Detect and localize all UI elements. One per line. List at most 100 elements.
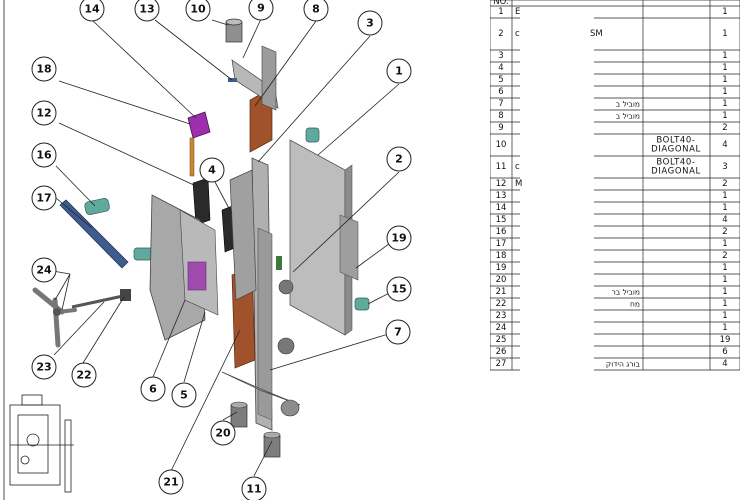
callout-6: 6 [149,383,157,396]
balloon-13 [134,0,160,22]
callout-8: 8 [312,3,320,16]
callout-11: 11 [246,483,261,496]
callout-3: 3 [366,17,374,30]
bom-row-qty: 1 [722,87,727,97]
bom-row-qty: 1 [722,311,727,321]
bom-row-qty: 19 [720,335,731,345]
part-nut [120,289,131,301]
bom-row-desc-fragment: M [515,179,522,189]
bom-row-qty: 1 [722,323,727,333]
part-roller-a [277,337,295,355]
part-motor-shaft [189,137,195,177]
bom-row-qty: 1 [722,275,727,285]
bom-row-no: 20 [496,275,507,285]
bom-row-qty: 2 [722,251,727,261]
bom-row-no: 22 [496,299,507,309]
callout-16: 16 [36,149,52,162]
bom-row-no: 17 [496,239,507,249]
bom-row-qty: 1 [722,75,727,85]
balloon-10 [185,0,211,22]
balloon-17 [31,185,57,211]
bom-row-description: מח [630,300,640,309]
balloon-12 [31,100,57,126]
balloon-20 [210,420,236,446]
callout-1: 1 [395,65,403,78]
balloon-22 [71,362,97,388]
bom-row-no: 16 [496,227,507,237]
bom-row-no: 11 [496,162,507,172]
bom-row-qty: 1 [722,299,727,309]
bom-row-catalog: BOLT40- [656,136,695,146]
bom-row-description: SM [590,29,603,39]
bom-row-qty: 4 [722,215,727,225]
bom-row-no: 13 [496,191,507,201]
balloon-3 [357,10,383,36]
bom-row-no: 12 [496,179,507,189]
bom-row-qty: 3 [722,162,727,172]
bom-row-description: מוביל ב [616,100,640,109]
bom-row-qty: 4 [722,140,727,150]
part-roller-b [280,399,300,417]
bom-row-qty: 4 [722,359,727,369]
bom-row-no: 1 [498,7,503,17]
part-purple-frame [187,261,207,291]
part-threaded-rod [71,294,124,309]
bom-row-no: 2 [498,29,503,39]
bom-row-qty: 2 [722,227,727,237]
balloon-16 [31,142,57,168]
bom-row-no: 4 [498,63,503,73]
bom-row-no: 8 [498,111,503,121]
bom-row-description: מוביל ב [616,112,640,121]
callout-5: 5 [180,389,188,402]
bom-blank-area [520,8,594,378]
bom-row-no: 27 [496,359,507,369]
balloon-11 [241,476,267,500]
balloon-24 [31,257,57,283]
balloon-21 [158,469,184,495]
bom-row-qty: 1 [722,203,727,213]
bom-row-no: 9 [498,123,503,133]
bom-row-catalog: BOLT40- [656,158,695,168]
callout-4: 4 [208,164,216,177]
thumbnail-view [9,394,74,493]
bom-row-no: 14 [496,203,507,213]
part-cylinder-20 [230,401,248,428]
part-purple-motor [187,111,211,139]
part-blue-bar [59,199,129,269]
leader-lines [46,18,400,477]
exploded-assembly-drawing: 1 2 3 4 5 6 7 8 9 10 11 12 13 14 15 16 1… [3,0,412,500]
part-cylinder-11 [263,431,281,458]
callout-20: 20 [215,427,231,440]
bom-row-qty: 1 [722,29,727,39]
bom-row-description: מוביל בר [612,288,640,297]
balloon-19 [386,225,412,251]
callout-17: 17 [36,192,51,205]
callout-14: 14 [84,3,100,16]
bom-row-qty: 1 [722,51,727,61]
parts-group [32,18,370,458]
bom-row-no: 6 [498,87,503,97]
part-small-tab [228,78,237,82]
balloon-9 [248,0,274,21]
bom-row-no: 18 [496,251,507,261]
bom-row-no: 3 [498,51,503,61]
bom-row-qty: 1 [722,63,727,73]
bom-row-no: 24 [496,323,507,333]
part-black-block-12 [192,177,211,226]
bom-row-qty: 1 [722,263,727,273]
part-bushing-top [305,127,320,143]
bom-row-no: 21 [496,287,507,297]
callout-18: 18 [36,63,51,76]
callout-24: 24 [36,264,52,277]
part-cylinder-top [225,18,243,43]
callout-9: 9 [257,2,265,15]
bom-row-qty: 2 [722,123,727,133]
part-green-detail [276,256,282,270]
callout-21: 21 [163,476,178,489]
callout-balloons [31,0,412,500]
balloon-5 [171,382,197,408]
bom-row-description: בורג הידוק [606,360,641,369]
callout-22: 22 [76,369,91,382]
